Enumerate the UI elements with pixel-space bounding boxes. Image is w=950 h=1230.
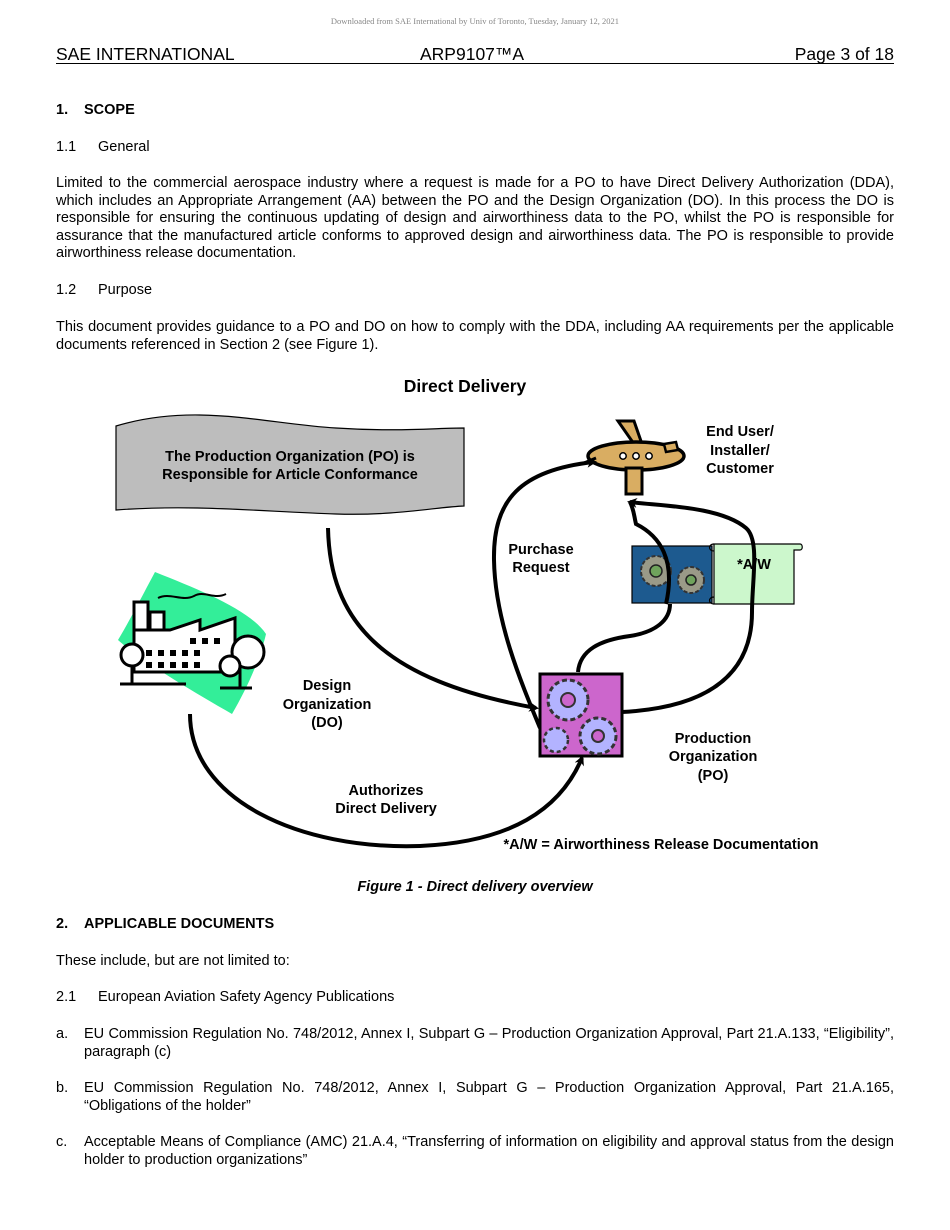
production-org-label-line-3: (PO) <box>698 768 729 784</box>
production-org-label-line-1: Production <box>675 731 752 747</box>
production-org-label-line-2: Organization <box>669 749 758 765</box>
list-item: c. Acceptable Means of Compliance (AMC) … <box>56 1134 894 1169</box>
section-1-number: 1. <box>56 102 69 118</box>
list-item-text: EU Commission Regulation No. 748/2012, A… <box>84 1026 894 1060</box>
section-1-title: SCOPE <box>84 102 135 118</box>
purchase-request-label-line-2: Request <box>512 560 569 576</box>
release-to-end-user-arrow <box>627 497 757 613</box>
section-1-1-number: 1.1 <box>56 139 77 155</box>
document-scroll-icon: *A/W <box>708 543 803 605</box>
end-user-label-line-3: Customer <box>706 461 774 477</box>
section-2-1-number: 2.1 <box>56 989 77 1005</box>
design-org-label-line-2: Organization <box>283 697 372 713</box>
authorizes-label-line-1: Authorizes <box>349 783 424 799</box>
header-organization: SAE INTERNATIONAL <box>56 44 235 64</box>
authorizes-direct-delivery-arrow <box>188 713 584 849</box>
section-2-1-title: European Aviation Safety Agency Publicat… <box>98 989 395 1005</box>
section-2-number: 2. <box>56 916 69 932</box>
po-to-release-line <box>621 611 754 714</box>
section-1-heading: 1. SCOPE <box>56 102 135 120</box>
aw-footnote: *A/W = Airworthiness Release Documentati… <box>504 837 819 853</box>
list-item: a. EU Commission Regulation No. 748/2012… <box>56 1026 894 1061</box>
direct-delivery-diagram: The Production Organization (PO) is Resp… <box>115 414 819 853</box>
design-org-label-line-1: Design <box>303 678 351 694</box>
header-document-id: ARP9107™A <box>420 44 525 64</box>
list-item-label: a. <box>56 1026 69 1042</box>
section-2-title: APPLICABLE DOCUMENTS <box>84 916 275 932</box>
section-2-1-heading: 2.1 European Aviation Safety Agency Publi… <box>56 989 394 1007</box>
list-item: b. EU Commission Regulation No. 748/2012… <box>56 1080 894 1115</box>
banner-to-po-arrow <box>326 527 539 712</box>
design-org-label-line-3: (DO) <box>311 715 343 731</box>
production-gears-icon <box>538 672 624 758</box>
banner-line-1: The Production Organization (PO) is <box>165 449 415 465</box>
list-item-text: EU Commission Regulation No. 748/2012, A… <box>84 1080 894 1114</box>
list-item-text: Acceptable Means of Compliance (AMC) 21.… <box>84 1134 894 1168</box>
authorizes-label-line-2: Direct Delivery <box>335 801 437 817</box>
banner-line-2: Responsible for Article Conformance <box>162 467 418 483</box>
figure-caption: Figure 1 - Direct delivery overview <box>357 879 593 895</box>
po-to-article-line <box>576 603 672 673</box>
list-item-label: b. <box>56 1080 69 1096</box>
purchase-request-arrow <box>491 457 597 729</box>
gears-icon <box>631 545 713 604</box>
section-2-intro: These include, but are not limited to: <box>56 953 290 969</box>
section-2-heading: 2. APPLICABLE DOCUMENTS <box>56 916 274 934</box>
section-1-2-heading: 1.2 Purpose <box>56 282 152 300</box>
section-1-1-paragraph: Limited to the commercial aerospace indu… <box>56 175 894 262</box>
end-user-label-line-1: End User/ <box>706 424 774 440</box>
section-1-1-heading: 1.1 General <box>56 139 150 157</box>
download-watermark: Downloaded from SAE International by Uni… <box>330 16 620 26</box>
section-1-2-paragraph: This document provides guidance to a PO … <box>56 319 894 353</box>
section-1-2-title: Purpose <box>98 282 153 298</box>
end-user-label-line-2: Installer/ <box>710 443 770 459</box>
list-item-label: c. <box>56 1134 68 1150</box>
po-responsibility-banner: The Production Organization (PO) is Resp… <box>115 414 465 515</box>
article-to-end-user-line <box>628 501 671 605</box>
header-rule <box>56 63 894 64</box>
header-page-number: Page 3 of 18 <box>794 44 894 64</box>
section-1-2-number: 1.2 <box>56 282 77 298</box>
airplane-icon <box>583 419 686 496</box>
section-1-1-title: General <box>98 139 150 155</box>
figure-title: Direct Delivery <box>403 376 527 396</box>
factory-icon <box>118 572 266 714</box>
purchase-request-label-line-1: Purchase <box>508 542 573 558</box>
